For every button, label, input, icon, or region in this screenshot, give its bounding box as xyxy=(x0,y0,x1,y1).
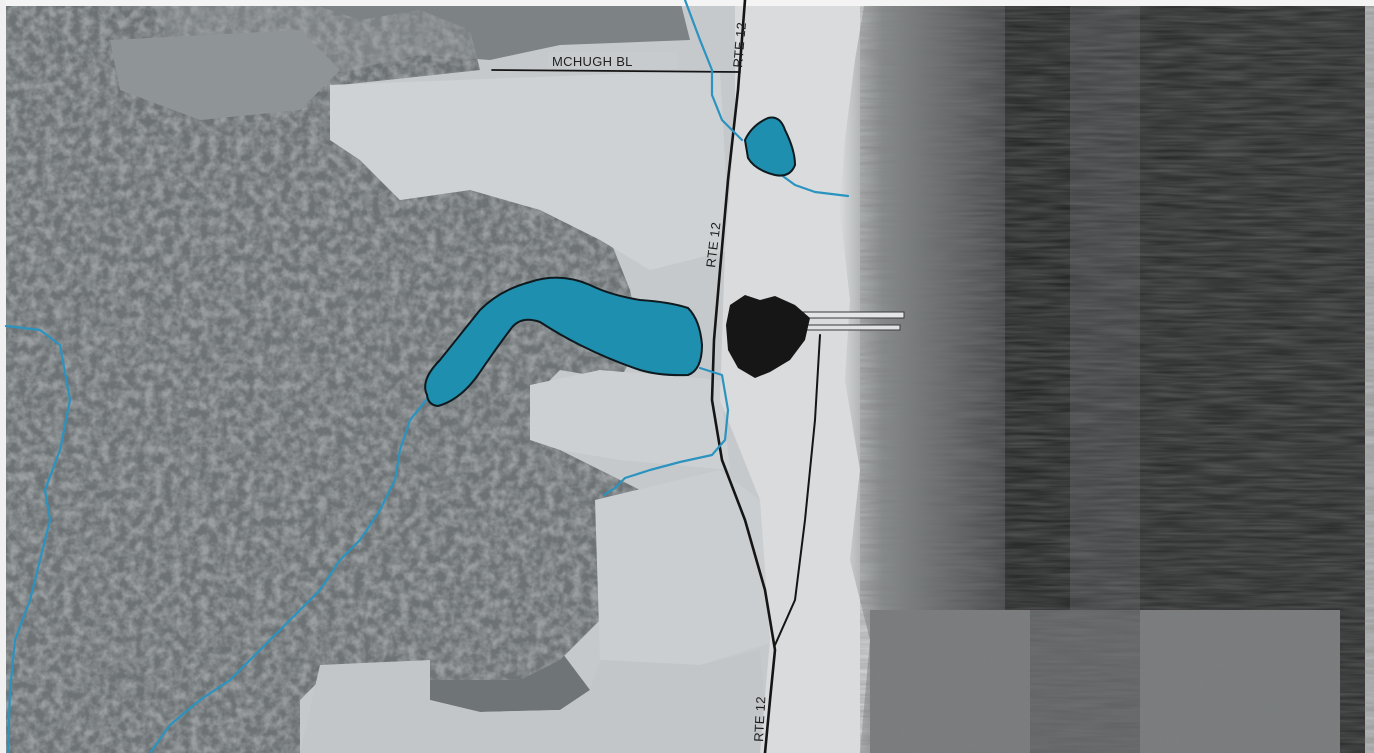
water-texture xyxy=(860,0,1374,753)
clearing-bottom xyxy=(300,650,770,753)
left-margin xyxy=(0,0,6,753)
ponds xyxy=(424,116,797,408)
mchugh-label-bg xyxy=(548,52,678,69)
clearing-upper-west xyxy=(110,30,340,120)
stream-west xyxy=(4,324,72,753)
road-beach-spur xyxy=(774,334,821,646)
stream-north xyxy=(683,0,744,142)
label-rte-12-top: RTE 12 xyxy=(730,21,749,68)
pond-small[interactable] xyxy=(743,116,797,177)
clearing-central xyxy=(530,370,730,470)
clearing-north xyxy=(330,70,730,270)
pond-large[interactable] xyxy=(424,276,704,408)
clearing-south xyxy=(595,470,780,665)
forest-areas xyxy=(0,0,690,753)
stream-north-outlet xyxy=(778,172,850,198)
tree-cluster xyxy=(726,295,810,378)
stream-south xyxy=(602,366,730,497)
label-rte-12-bottom: RTE 12 xyxy=(751,696,768,742)
pier-deck xyxy=(799,311,905,319)
road-labels: MCHUGH BL RTE 12 RTE 12 RTE 12 xyxy=(548,21,768,742)
streams xyxy=(4,0,850,753)
open-water xyxy=(840,0,1374,753)
pier-deck-lower xyxy=(804,324,901,331)
label-mchugh-bl: MCHUGH BL xyxy=(552,54,633,69)
shoreline-beach xyxy=(720,0,870,753)
roads xyxy=(491,0,821,753)
clearings xyxy=(110,30,780,753)
road-mchugh-bl xyxy=(491,69,741,73)
stream-central xyxy=(148,396,430,753)
label-rte-12-mid: RTE 12 xyxy=(703,221,723,268)
road-rte-12 xyxy=(710,0,777,753)
